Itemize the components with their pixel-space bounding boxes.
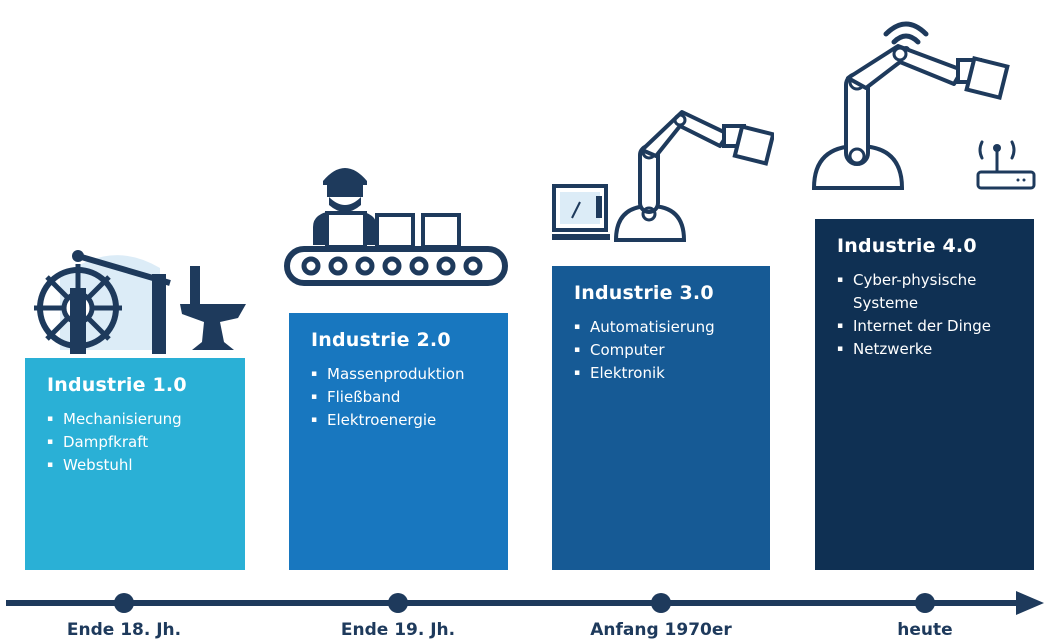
stage-feature-list: Cyber-physische Systeme Internet der Din… [837, 269, 1012, 361]
stage-feature-list: Mechanisierung Dampfkraft Webstuhl [47, 408, 223, 477]
list-item: Dampfkraft [47, 431, 223, 454]
list-item: Mechanisierung [47, 408, 223, 431]
computer-robot-arm-icon [552, 110, 774, 242]
timeline-dot [388, 593, 408, 613]
arrow-head-icon [1016, 591, 1044, 615]
list-item: Elektronik [574, 362, 748, 385]
stage-title: Industrie 1.0 [47, 374, 187, 396]
timeline-dot [114, 593, 134, 613]
timeline-dot [651, 593, 671, 613]
list-item: Fließband [311, 386, 486, 409]
stage-feature-list: Automatisierung Computer Elektronik [574, 316, 748, 385]
list-item: Computer [574, 339, 748, 362]
stage-title: Industrie 3.0 [574, 282, 714, 304]
connected-robot-router-icon [812, 21, 1036, 190]
stage-card-industrie-3: Industrie 3.0 Automatisierung Computer E… [552, 266, 770, 570]
list-item: Internet der Dinge [837, 315, 1012, 338]
timeline-label: heute [897, 620, 953, 640]
stage-title: Industrie 4.0 [837, 235, 977, 257]
timeline-dot [915, 593, 935, 613]
stage-feature-list: Massenproduktion Fließband Elektroenergi… [311, 363, 486, 432]
list-item: Netzwerke [837, 338, 1012, 361]
list-item: Webstuhl [47, 454, 223, 477]
stage-card-industrie-2: Industrie 2.0 Massenproduktion Fließband… [289, 313, 508, 570]
conveyor-belt-worker-icon [284, 168, 508, 286]
list-item: Cyber-physische Systeme [837, 269, 1012, 315]
list-item: Massenproduktion [311, 363, 486, 386]
steam-engine-anvil-icon [34, 250, 246, 354]
stage-card-industrie-4: Industrie 4.0 Cyber-physische Systeme In… [815, 219, 1034, 570]
stage-title: Industrie 2.0 [311, 329, 451, 351]
stage-card-industrie-1: Industrie 1.0 Mechanisierung Dampfkraft … [25, 358, 245, 570]
list-item: Elektroenergie [311, 409, 486, 432]
timeline-label: Anfang 1970er [590, 620, 732, 640]
list-item: Automatisierung [574, 316, 748, 339]
timeline-arrow [6, 591, 1044, 615]
timeline-label: Ende 19. Jh. [340, 620, 456, 640]
timeline-label: Ende 18. Jh. [66, 620, 182, 640]
